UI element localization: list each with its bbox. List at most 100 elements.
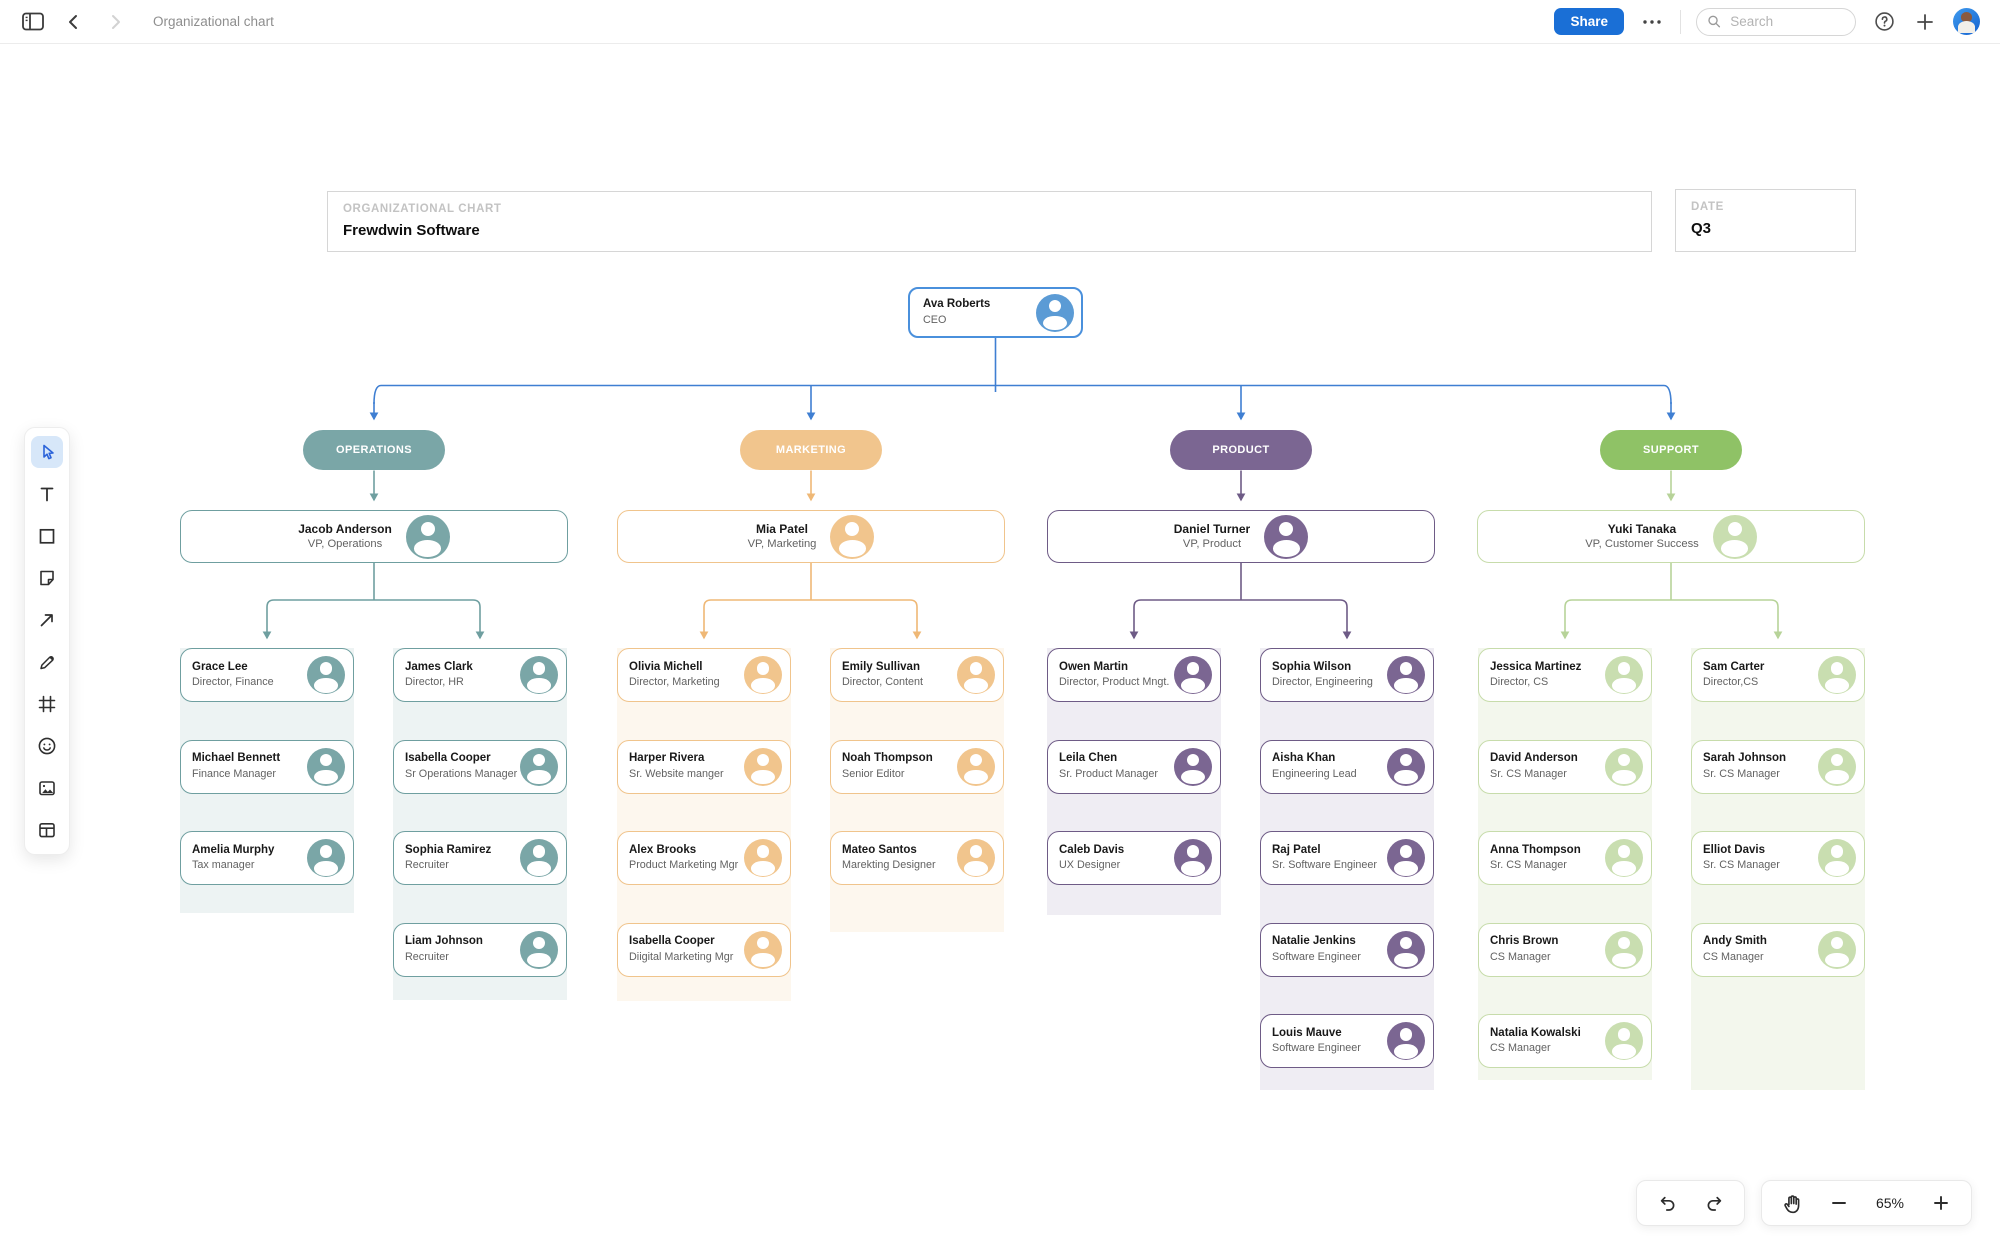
search-box[interactable] [1696,7,1856,36]
forward-chevron-icon[interactable] [102,9,128,35]
ceo-card[interactable]: Ava Roberts CEO [908,287,1083,338]
person-name: Isabella Cooper [629,935,715,948]
redo-icon[interactable] [1701,1190,1727,1216]
person-name: Raj Patel [1272,843,1321,856]
top-bar: Organizational chart Share [0,0,2000,44]
help-icon[interactable] [1871,9,1897,35]
back-chevron-icon[interactable] [61,9,87,35]
person-title: Sr. CS Manager [1490,767,1567,780]
person-avatar-icon [1605,656,1643,694]
zoom-in-icon[interactable] [1928,1190,1954,1216]
branch-pill-product[interactable]: PRODUCT [1170,430,1312,470]
add-icon[interactable] [1912,9,1938,35]
table-tool[interactable] [31,814,63,846]
branch-pill-operations[interactable]: OPERATIONS [303,430,445,470]
person-title: Engineering Lead [1272,767,1357,780]
person-avatar-icon [957,839,995,877]
zoom-level[interactable]: 65% [1875,1195,1905,1211]
pen-tool[interactable] [31,646,63,678]
text-tool[interactable] [31,478,63,510]
user-avatar[interactable] [1953,8,1980,35]
person-avatar-icon [1036,293,1074,332]
person-name: Noah Thompson [842,752,933,765]
search-input[interactable] [1728,13,1845,30]
frame-tool[interactable] [31,688,63,720]
person-name: Mateo Santos [842,843,917,856]
more-options-icon[interactable] [1639,9,1665,35]
person-avatar-icon [1605,1022,1643,1060]
person-title: Director, HR [405,676,464,689]
vp-title: VP, Marketing [747,537,817,550]
branch-pill-marketing[interactable]: MARKETING [740,430,882,470]
person-title: Diigital Marketing Mgr [629,950,734,963]
zoom-out-icon[interactable] [1826,1190,1852,1216]
share-button[interactable]: Share [1554,8,1624,35]
pan-hand-icon[interactable] [1779,1190,1805,1216]
person-avatar-icon [1818,930,1856,969]
date-block[interactable]: DATE Q3 [1675,189,1856,252]
person-title: Sr. CS Manager [1703,859,1780,872]
person-title: Director, Engineering [1272,676,1373,689]
person-title: Recruiter [405,950,449,963]
person-title: CS Manager [1703,950,1764,963]
branch-pill-support[interactable]: SUPPORT [1600,430,1742,470]
person-avatar-icon [520,930,558,969]
emoji-tool[interactable] [31,730,63,762]
undo-icon[interactable] [1654,1190,1680,1216]
zoom-controls: 65% [1761,1180,1972,1226]
person-card[interactable]: Andy Smith CS Manager [1691,922,1865,977]
toolbar-divider [1680,9,1681,34]
person-avatar-icon [1818,747,1856,786]
select-tool[interactable] [31,436,63,468]
person-avatar-icon [1605,930,1643,969]
person-avatar-icon [1387,1022,1425,1060]
person-name: Sophia Ramirez [405,843,492,856]
person-name: Amelia Murphy [192,843,275,856]
person-name: Harper Rivera [629,752,705,765]
person-name: Andy Smith [1703,935,1767,948]
person-name: Anna Thompson [1490,843,1581,856]
shape-tool[interactable] [31,520,63,552]
sticky-note-tool[interactable] [31,562,63,594]
sidebar-toggle-icon[interactable] [20,9,46,35]
chart-title-block[interactable]: ORGANIZATIONAL CHART Frewdwin Software [327,191,1652,252]
person-avatar-icon [520,747,558,786]
image-tool[interactable] [31,772,63,804]
arrow-tool[interactable] [31,604,63,636]
